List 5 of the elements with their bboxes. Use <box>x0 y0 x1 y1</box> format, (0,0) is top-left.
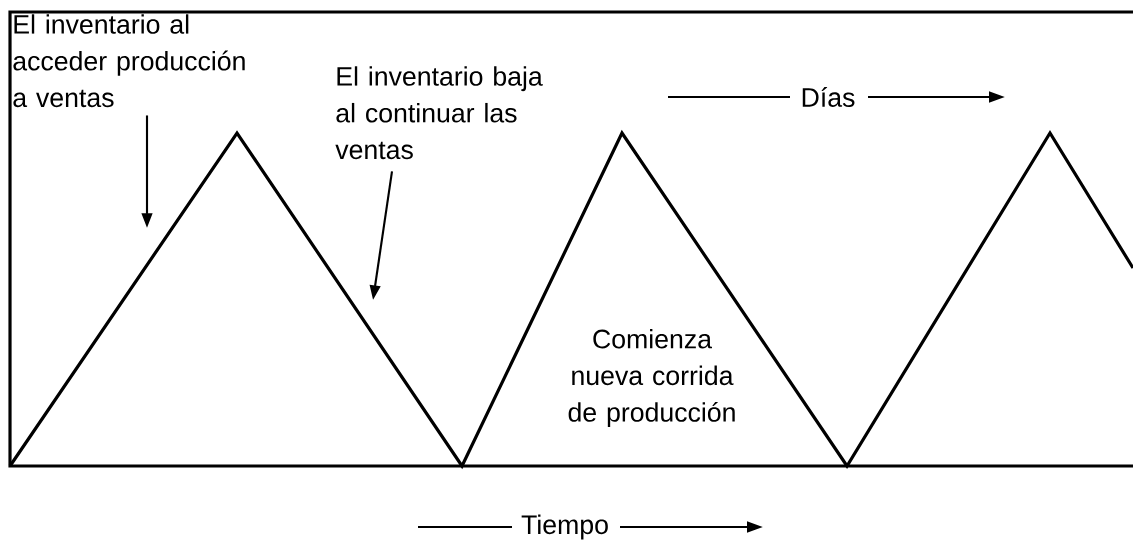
axis-label: Días <box>802 87 855 107</box>
axis-label: Comienza nueva corrida de producción <box>568 328 735 428</box>
axis-label: Tiempo <box>521 514 608 540</box>
annotation-text: El inventario al acceder producción a ventas <box>13 14 245 108</box>
annotation-text: El inventario baja al continuar las ventas <box>335 66 543 160</box>
